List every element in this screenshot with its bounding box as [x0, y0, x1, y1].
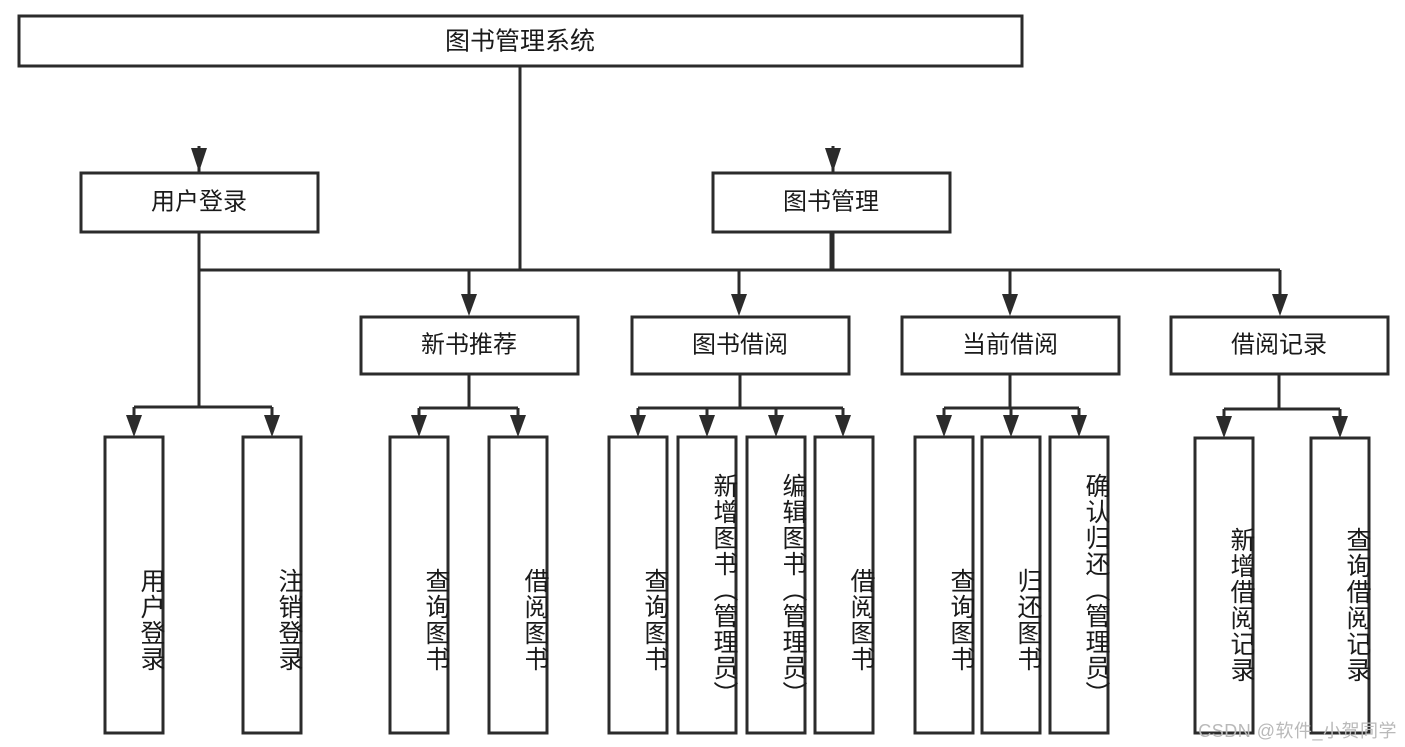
connector-bookborrow-to-leaves: [630, 374, 851, 437]
watermark-text: CSDN @软件_小贺同学: [1198, 721, 1397, 741]
leaf-box-rect[interactable]: [1048, 435, 1110, 735]
connector-borrowrecord-to-leaves: [1216, 374, 1348, 438]
leaf-box-rect[interactable]: [676, 435, 738, 735]
leaf-box-rect[interactable]: [487, 435, 549, 735]
node-book-management[interactable]: 图书管理: [711, 171, 952, 234]
node-book-borrow[interactable]: 图书借阅: [630, 315, 851, 376]
connector-currentborrow-to-leaves: [936, 374, 1087, 437]
leaf-boxes-borrow-record: [1193, 436, 1371, 735]
arrow-head-icon: [461, 294, 477, 316]
leaf-boxes-new-book-recommend: [388, 435, 549, 735]
arrow-head-icon: [699, 415, 715, 437]
leaf-box-rect[interactable]: [607, 435, 669, 735]
leaf-boxes-current-borrow: [913, 435, 1110, 735]
arrow-head-icon: [191, 148, 207, 172]
arrow-head-icon: [264, 415, 280, 437]
leaf-box-rect[interactable]: [813, 435, 875, 735]
arrow-head-icon: [1003, 415, 1019, 437]
leaf-box-rect[interactable]: [1309, 436, 1371, 735]
arrow-head-icon: [936, 415, 952, 437]
arrow-head-icon: [835, 415, 851, 437]
book-management-label: 图书管理: [783, 188, 879, 215]
arrow-head-icon: [510, 415, 526, 437]
new-book-recommend-label: 新书推荐: [421, 331, 517, 358]
current-borrow-label: 当前借阅: [962, 331, 1058, 358]
leaf-box-rect[interactable]: [1193, 436, 1255, 735]
new-book-recommend-box-rect: [359, 315, 580, 376]
root-label: 图书管理系统: [445, 28, 595, 56]
borrow-record-label: 借阅记录: [1231, 331, 1327, 358]
user-login-box-rect: [79, 171, 320, 234]
leaf-boxes-user-login: [103, 435, 303, 735]
leaf-box-rect[interactable]: [913, 435, 975, 735]
arrow-head-icon: [731, 294, 747, 316]
arrow-head-icon: [1332, 416, 1348, 438]
connector-root-to-level2: [197, 66, 835, 272]
leaf-box-rect[interactable]: [980, 435, 1042, 735]
arrow-head-icon: [126, 415, 142, 437]
arrow-head-icon: [1272, 294, 1288, 316]
arrow-head-icon: [825, 148, 841, 172]
connector-root-arrowheads: [191, 148, 841, 172]
node-root[interactable]: 图书管理系统: [17, 14, 1024, 68]
arrow-head-icon: [1071, 415, 1087, 437]
book-borrow-label: 图书借阅: [692, 331, 788, 358]
connector-bookmgmt-to-level3: [461, 232, 1288, 316]
node-current-borrow[interactable]: 当前借阅: [900, 315, 1121, 376]
leaf-boxes-book-borrow: [607, 435, 875, 735]
root-box-rect: [17, 14, 1024, 68]
connector-userlogin-to-leaves: [126, 232, 280, 437]
leaf-box-rect[interactable]: [745, 435, 807, 735]
node-borrow-record[interactable]: 借阅记录: [1169, 315, 1390, 376]
node-user-login[interactable]: 用户登录: [79, 171, 320, 234]
leaf-box-rect[interactable]: [103, 435, 165, 735]
connector-newbook-to-leaves: [411, 374, 526, 437]
node-new-book-recommend[interactable]: 新书推荐: [359, 315, 580, 376]
arrow-head-icon: [768, 415, 784, 437]
leaf-box-rect[interactable]: [388, 435, 450, 735]
arrow-head-icon: [1002, 294, 1018, 316]
arrow-head-icon: [1216, 416, 1232, 438]
user-login-label: 用户登录: [151, 188, 247, 215]
arrow-head-icon: [411, 415, 427, 437]
current-borrow-box-rect: [900, 315, 1121, 376]
leaf-box-rect[interactable]: [241, 435, 303, 735]
arrow-head-icon: [630, 415, 646, 437]
